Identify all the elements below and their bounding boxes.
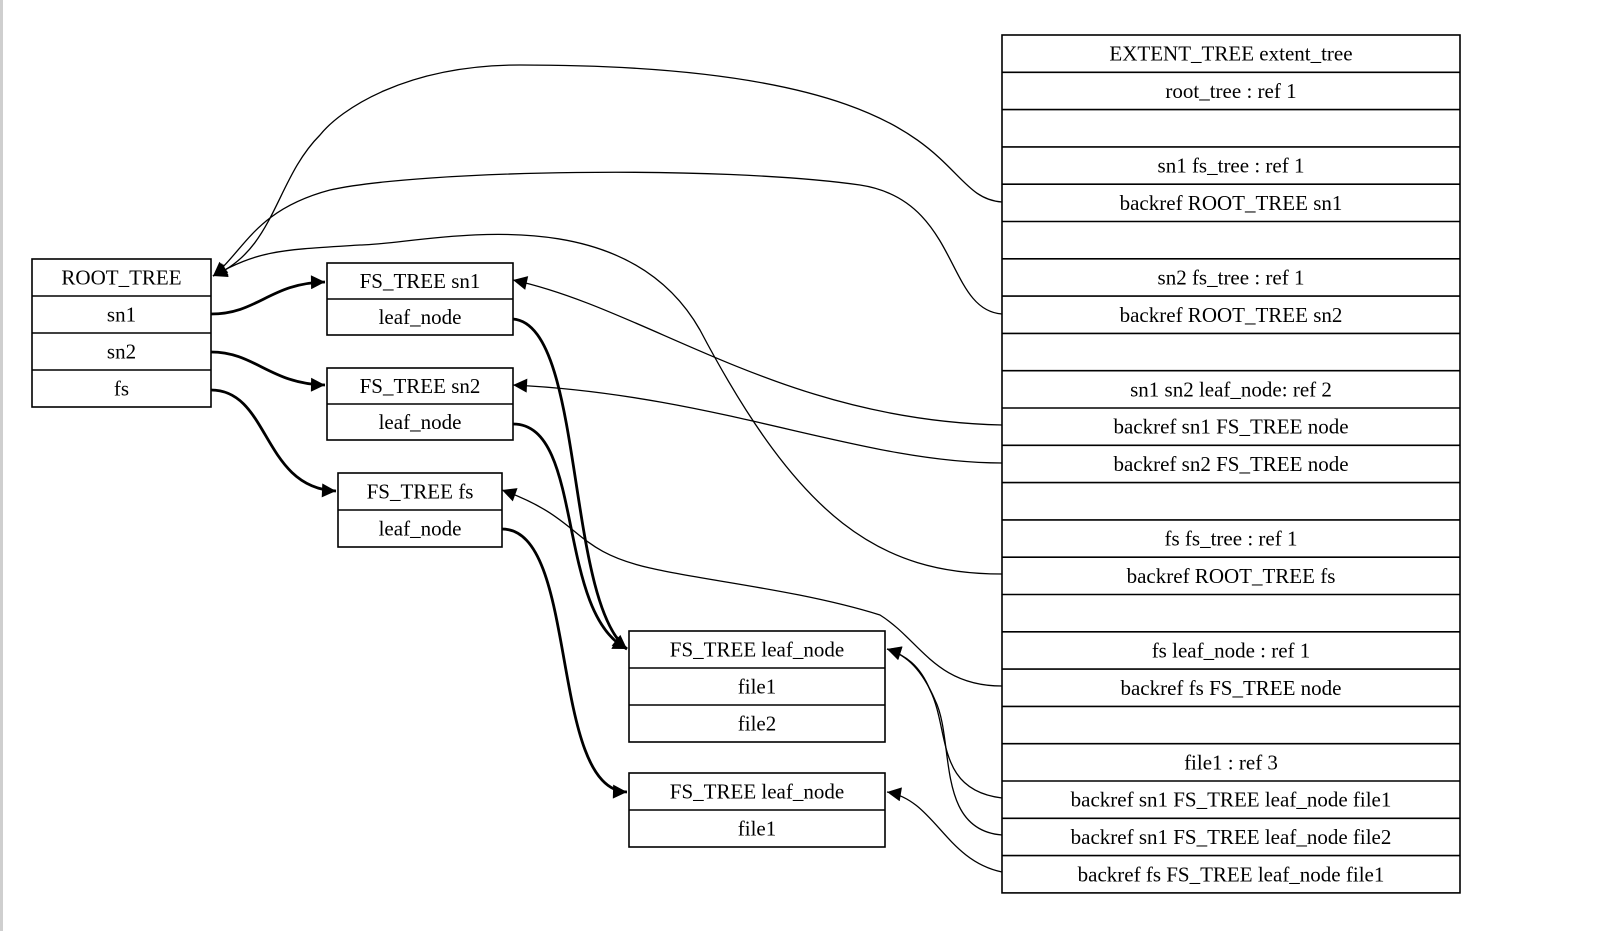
record-fs-tree-sn1: FS_TREE sn1 leaf_node (326, 262, 514, 336)
edge-extent-tree-21-to-leaf-node-shared-0 (886, 646, 1003, 836)
edge-extent-tree-14-to-root-tree-0 (212, 233, 1003, 575)
page-edge (0, 0, 3, 931)
edge-fs-tree-sn1-1-to-leaf-node-shared-0 (512, 317, 628, 651)
record-field: backref ROOT_TREE sn1 (1120, 191, 1343, 215)
record-field: FS_TREE leaf_node (670, 780, 844, 804)
record-field: backref ROOT_TREE fs (1127, 564, 1336, 588)
edge-extent-tree-7-to-root-tree-0 (212, 171, 1003, 315)
record-field: FS_TREE sn1 (360, 269, 481, 293)
edge-extent-tree-4-to-root-tree-0 (212, 64, 1003, 278)
record-field: root_tree : ref 1 (1165, 79, 1296, 103)
edge-extent-tree-17-to-fs-tree-fs-0 (501, 488, 1003, 687)
record-field: sn2 (107, 340, 136, 364)
record-field: FS_TREE sn2 (360, 374, 481, 398)
record-field: backref sn1 FS_TREE leaf_node file1 (1071, 788, 1392, 812)
edge-root-tree-1-to-fs-tree-sn1-0 (210, 275, 326, 316)
record-border (1001, 34, 1461, 894)
record-field: backref ROOT_TREE sn2 (1120, 303, 1343, 327)
record-field: ROOT_TREE (61, 266, 181, 290)
record-field: fs (114, 377, 129, 401)
record-field: FS_TREE leaf_node (670, 638, 844, 662)
record-field: fs fs_tree : ref 1 (1165, 527, 1298, 551)
record-root-tree: ROOT_TREE sn1 sn2 fs (31, 258, 212, 408)
edge-extent-tree-11-to-fs-tree-sn2-0 (512, 378, 1003, 464)
record-field: backref sn1 FS_TREE node (1113, 415, 1348, 439)
record-field: fs leaf_node : ref 1 (1152, 638, 1311, 662)
record-border (628, 630, 886, 743)
edge-root-tree-2-to-fs-tree-sn2-0 (210, 350, 326, 392)
record-leaf-node-shared: FS_TREE leaf_node file1 file2 (628, 630, 886, 743)
record-field: FS_TREE fs (367, 480, 474, 504)
record-field: sn1 fs_tree : ref 1 (1158, 154, 1305, 178)
edge-root-tree-3-to-fs-tree-fs-0 (210, 388, 337, 498)
record-field: backref fs FS_TREE leaf_node file1 (1078, 862, 1385, 886)
record-field: leaf_node (379, 305, 462, 329)
record-field: file1 : ref 3 (1184, 750, 1278, 774)
edge-extent-tree-10-to-fs-tree-sn1-0 (512, 276, 1003, 426)
record-field: sn1 sn2 leaf_node: ref 2 (1130, 377, 1332, 401)
edges-layer (210, 64, 1003, 873)
record-field: backref sn1 FS_TREE leaf_node file2 (1071, 825, 1392, 849)
record-field: leaf_node (379, 517, 462, 541)
record-extent-tree: EXTENT_TREE extent_tree root_tree : ref 1… (1001, 34, 1461, 894)
edge-fs-tree-fs-1-to-leaf-node-fs-0 (501, 527, 628, 799)
edge-fs-tree-sn2-1-to-leaf-node-shared-0 (512, 422, 628, 651)
record-leaf-node-fs: FS_TREE leaf_node file1 (628, 772, 886, 848)
edge-extent-tree-22-to-leaf-node-fs-0 (886, 787, 1003, 873)
record-field: file1 (738, 817, 776, 841)
record-fs-tree-fs: FS_TREE fs leaf_node (337, 472, 503, 548)
edge-extent-tree-20-to-leaf-node-shared-0 (886, 646, 1003, 799)
record-field: leaf_node (379, 410, 462, 434)
record-field: sn1 (107, 303, 136, 327)
record-field: file2 (738, 712, 776, 736)
record-field: backref sn2 FS_TREE node (1113, 452, 1348, 476)
record-fs-tree-sn2: FS_TREE sn2 leaf_node (326, 367, 514, 441)
record-field: EXTENT_TREE extent_tree (1109, 42, 1352, 66)
record-field: sn2 fs_tree : ref 1 (1158, 265, 1305, 289)
record-field: backref fs FS_TREE node (1120, 676, 1341, 700)
record-field: file1 (738, 675, 776, 699)
